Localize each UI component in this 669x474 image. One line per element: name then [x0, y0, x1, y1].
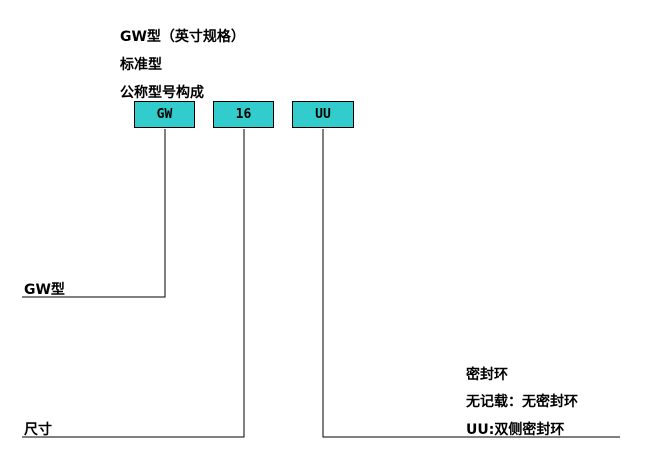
gw-connector: [22, 129, 166, 298]
code-box-gw: GW: [134, 101, 195, 128]
title-line: GW型（英寸规格）: [120, 29, 245, 45]
model-composition-label: 公称型号构成: [120, 85, 204, 101]
subtitle-standard: 标准型: [120, 57, 162, 73]
code-box-size: 16: [213, 101, 274, 128]
type-label: GW型: [24, 282, 65, 298]
size-connector: [22, 129, 245, 438]
uu-connector: [322, 129, 620, 438]
code-box-uu: UU: [292, 101, 354, 128]
seal-option-none: 无记载：无密封环: [466, 394, 578, 410]
seal-option-uu: UU:双侧密封环: [466, 422, 565, 438]
seal-title: 密封环: [466, 367, 508, 383]
size-label: 尺寸: [24, 422, 52, 438]
